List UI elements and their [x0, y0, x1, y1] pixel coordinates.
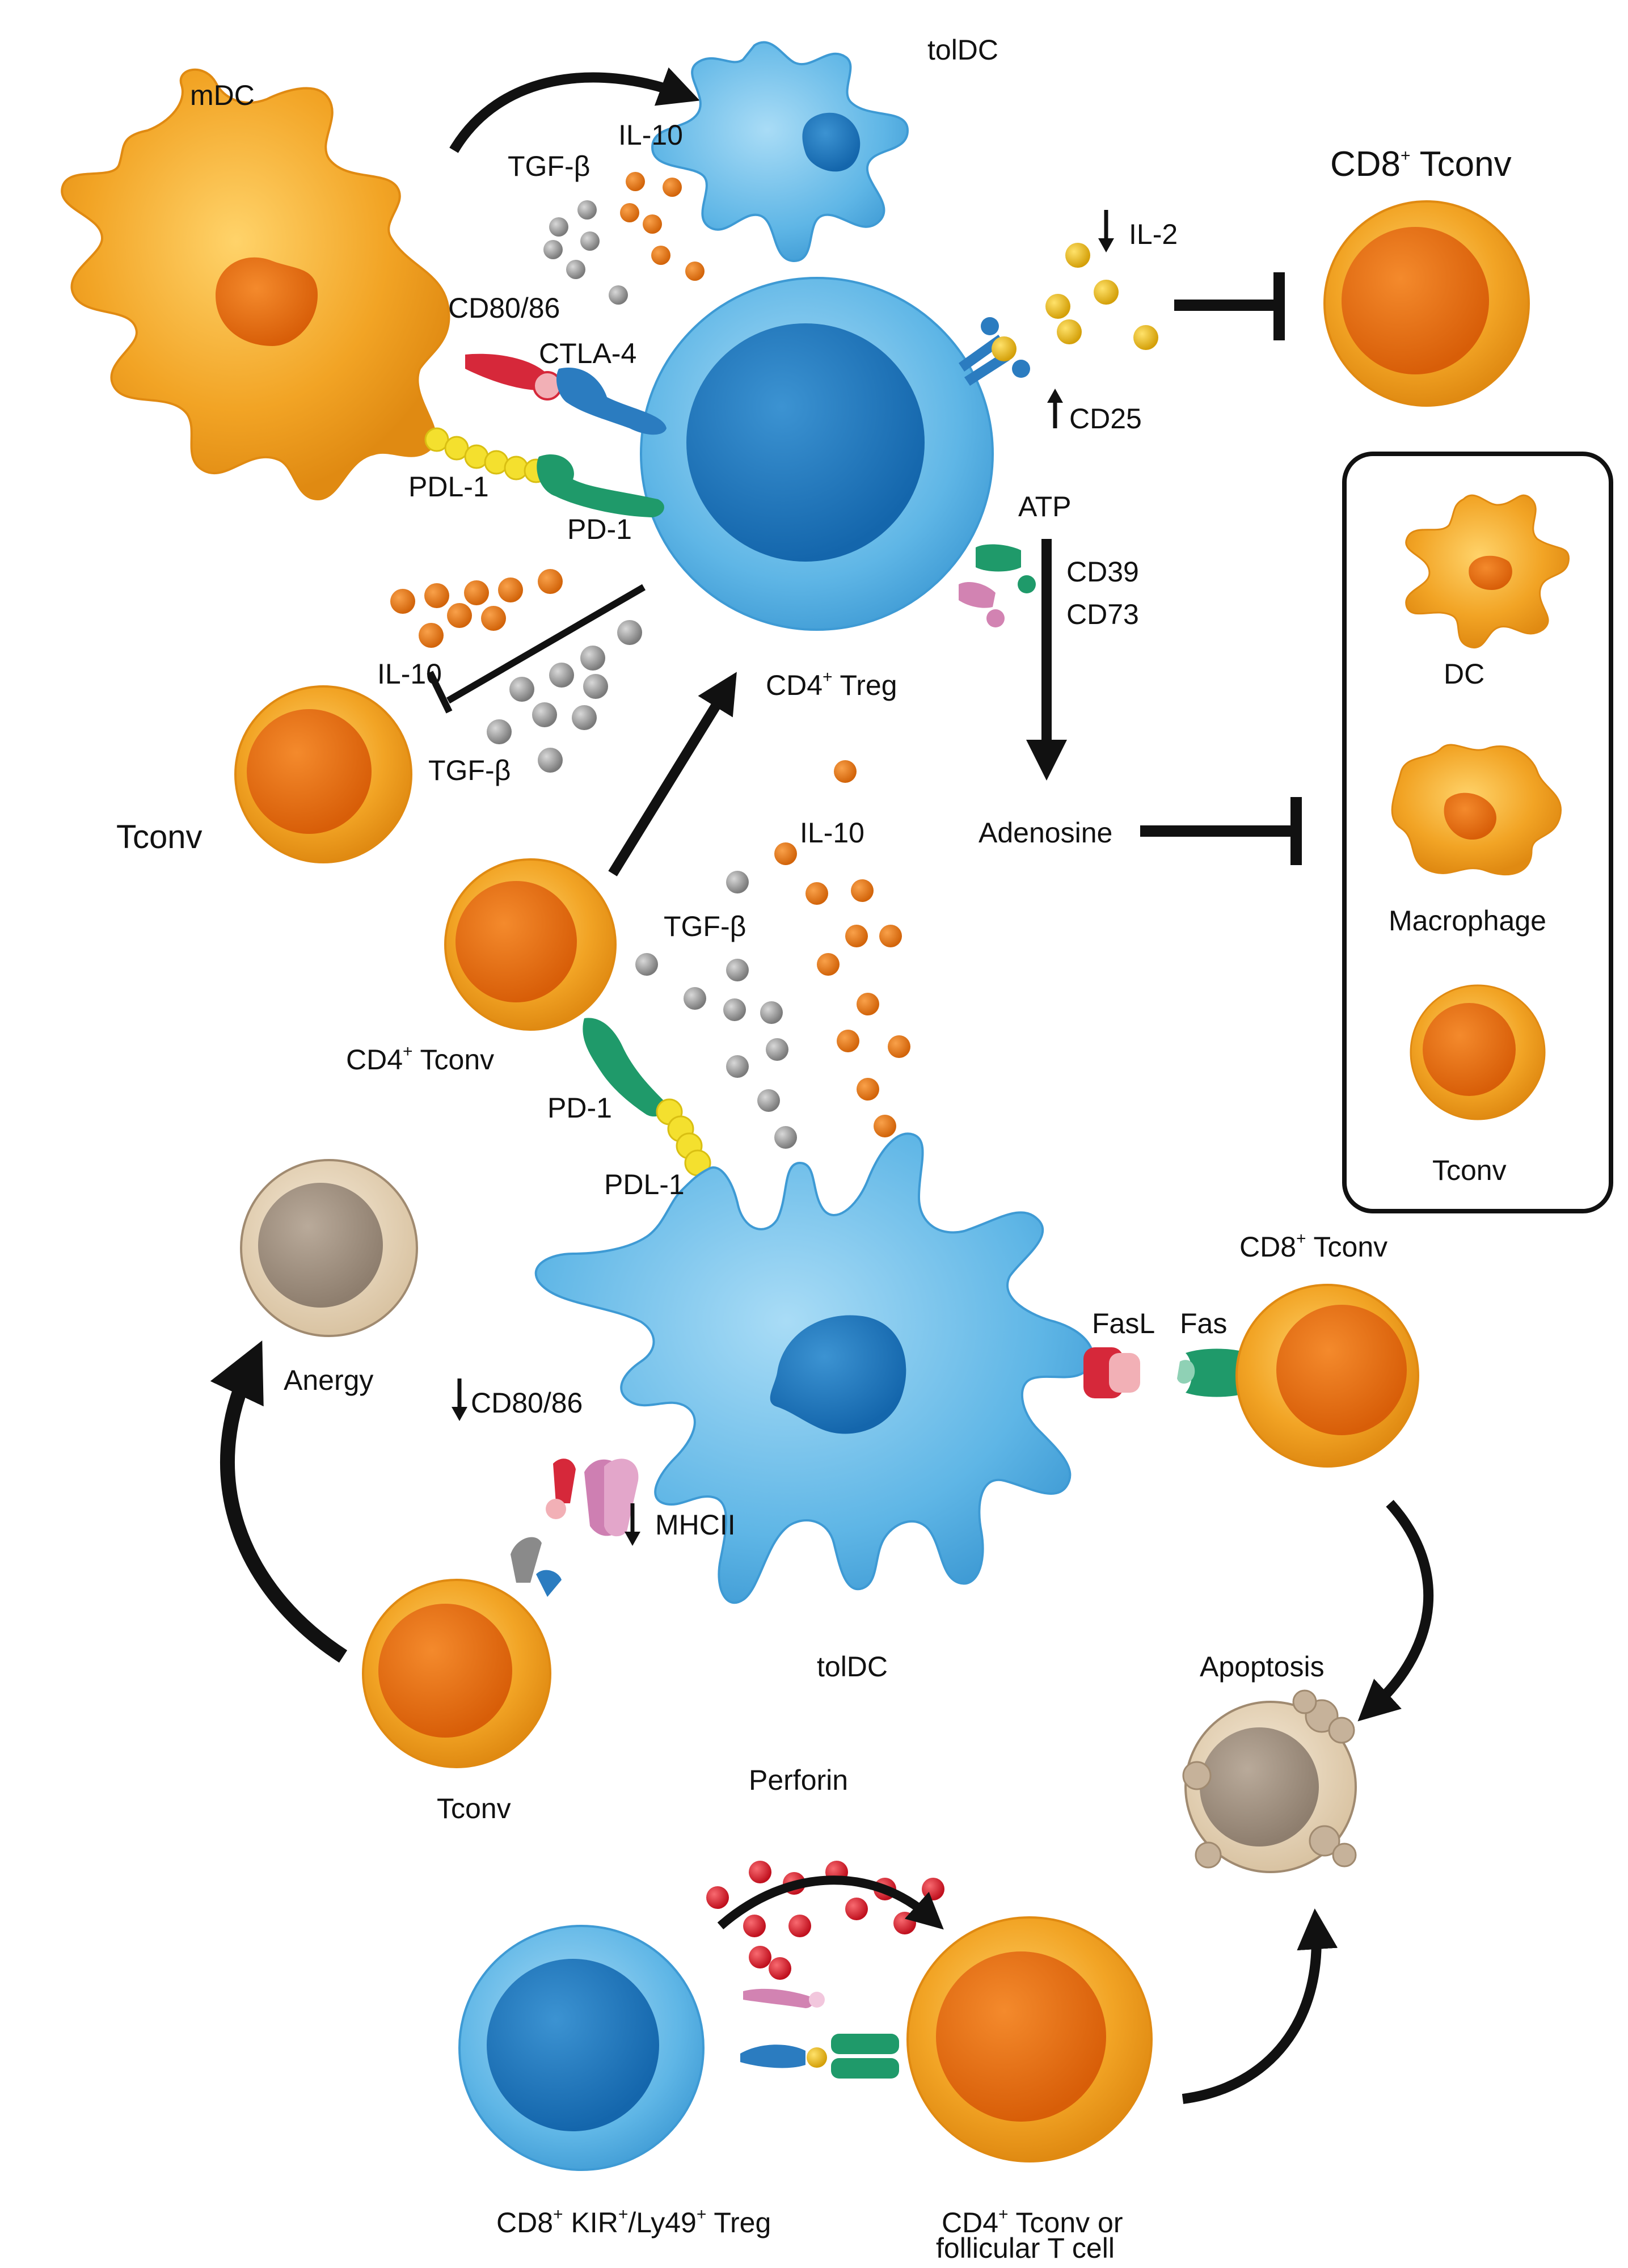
label-il10-mid: IL-10: [800, 817, 864, 849]
label-pd1-top: PD-1: [567, 513, 632, 545]
label-cd80-86-bottom: CD80/86: [471, 1387, 583, 1419]
inhibition-bar-left-tconv: [427, 584, 646, 714]
label-tconv-left: Tconv: [116, 819, 203, 855]
kir-receptor-complex: [740, 1988, 899, 2079]
arrow-cd8tconv-to-apoptosis: [1357, 1499, 1434, 1722]
label-box-macrophage: Macrophage: [1389, 905, 1546, 937]
label-il10-left: IL-10: [377, 658, 442, 690]
label-anergy: Anergy: [284, 1364, 373, 1396]
arrow-tconv-to-anergy: [210, 1340, 348, 1663]
cd8-tconv-cell-top: [1323, 200, 1530, 407]
label-cd8-tconv-top: CD8+ Tconv: [1330, 145, 1512, 184]
il2-down-arrow: [1098, 210, 1114, 252]
anergy-cell: [240, 1159, 418, 1337]
il2-dots: [1045, 243, 1158, 350]
label-fasl: FasL: [1092, 1308, 1155, 1339]
cd39-cd73-markers: [959, 544, 1036, 627]
cd4-follicular-cell: [906, 1916, 1153, 2162]
arrow-mdc-to-toldc: [449, 67, 700, 153]
label-atp: ATP: [1018, 491, 1072, 522]
label-cd4-follicular-line2: follicular T cell: [936, 2232, 1115, 2264]
label-il2: IL-2: [1129, 218, 1178, 250]
cd8-tconv-cell-mid: [1235, 1284, 1419, 1468]
fasl-fas-receptor: [1083, 1347, 1248, 1398]
il2-inhibition-bar: [1174, 272, 1285, 340]
label-cd39: CD39: [1066, 556, 1139, 588]
toldc-cell-top: [651, 41, 909, 263]
label-perforin: Perforin: [749, 1764, 848, 1796]
label-cd4-tconv: CD4+ Tconv: [346, 1042, 494, 1076]
label-box-tconv: Tconv: [1432, 1154, 1507, 1186]
label-cd80-86-top: CD80/86: [448, 292, 560, 324]
label-pdl1-mid: PDL-1: [604, 1169, 685, 1200]
label-mdc: mDC: [190, 79, 255, 111]
tconv-cell-bottom: [362, 1579, 551, 1768]
pd1-pdl1-top: [424, 427, 664, 517]
label-tgfb-left: TGF-β: [428, 754, 511, 786]
adenosine-inhibition-bar: [1140, 797, 1302, 865]
label-toldc-bottom: tolDC: [817, 1651, 888, 1683]
label-mhcii: MHCII: [655, 1509, 736, 1541]
label-cd4-treg: CD4+ Treg: [766, 668, 897, 701]
cd25-up-arrow: [1047, 389, 1063, 428]
cytokine-dots-top: [543, 172, 705, 305]
arrow-follicular-to-apoptosis: [1182, 1908, 1338, 2104]
cd4-treg-cell: [640, 277, 994, 631]
cd4-tconv-cell: [444, 858, 617, 1031]
label-il10-top: IL-10: [618, 119, 683, 151]
label-fas: Fas: [1180, 1308, 1227, 1339]
toldc-cell-bottom: [534, 1132, 1094, 1604]
ctla4-cd80-receptor: [465, 353, 667, 435]
label-apoptosis: Apoptosis: [1200, 1651, 1325, 1683]
cd8-kir-treg-cell: [458, 1925, 705, 2171]
mdc-cell: [61, 68, 450, 501]
label-cd4-follicular-line1: CD4+ Tconv or: [942, 2205, 1123, 2239]
label-cd73: CD73: [1066, 598, 1139, 630]
label-adenosine: Adenosine: [979, 817, 1112, 849]
label-pd1-mid: PD-1: [547, 1092, 612, 1124]
label-toldc-top: tolDC: [927, 34, 998, 66]
cytokine-dots-left: [390, 569, 642, 773]
mhcii-cd80-tcr: [511, 1458, 639, 1597]
label-tgfb-top: TGF-β: [508, 150, 590, 182]
label-pdl1-top: PDL-1: [408, 471, 489, 503]
label-cd8-tconv-mid: CD8+ Tconv: [1239, 1229, 1387, 1263]
target-cells-box: [1342, 452, 1613, 1213]
label-cd8-kir-treg: CD8+ KIR+/Ly49+ Treg: [496, 2205, 771, 2239]
arrow-cd4tconv-to-treg: [608, 672, 737, 876]
pd1-pdl1-mid: [583, 1018, 711, 1177]
cytokine-dots-mid: [635, 760, 910, 1149]
label-ctla4: CTLA-4: [539, 338, 636, 369]
label-tgfb-mid: TGF-β: [664, 910, 746, 942]
arrow-perforin: [717, 1875, 944, 1930]
cd25-il2-receptor: [959, 317, 1030, 386]
label-box-dc: DC: [1444, 658, 1484, 690]
label-tconv-bottom: Tconv: [437, 1793, 511, 1824]
apoptosis-cell: [1182, 1689, 1357, 1873]
tconv-cell-left: [234, 685, 412, 863]
label-cd25: CD25: [1069, 403, 1142, 435]
cd80-86-down-arrow: [452, 1378, 467, 1421]
mhcii-down-arrow: [625, 1503, 640, 1546]
